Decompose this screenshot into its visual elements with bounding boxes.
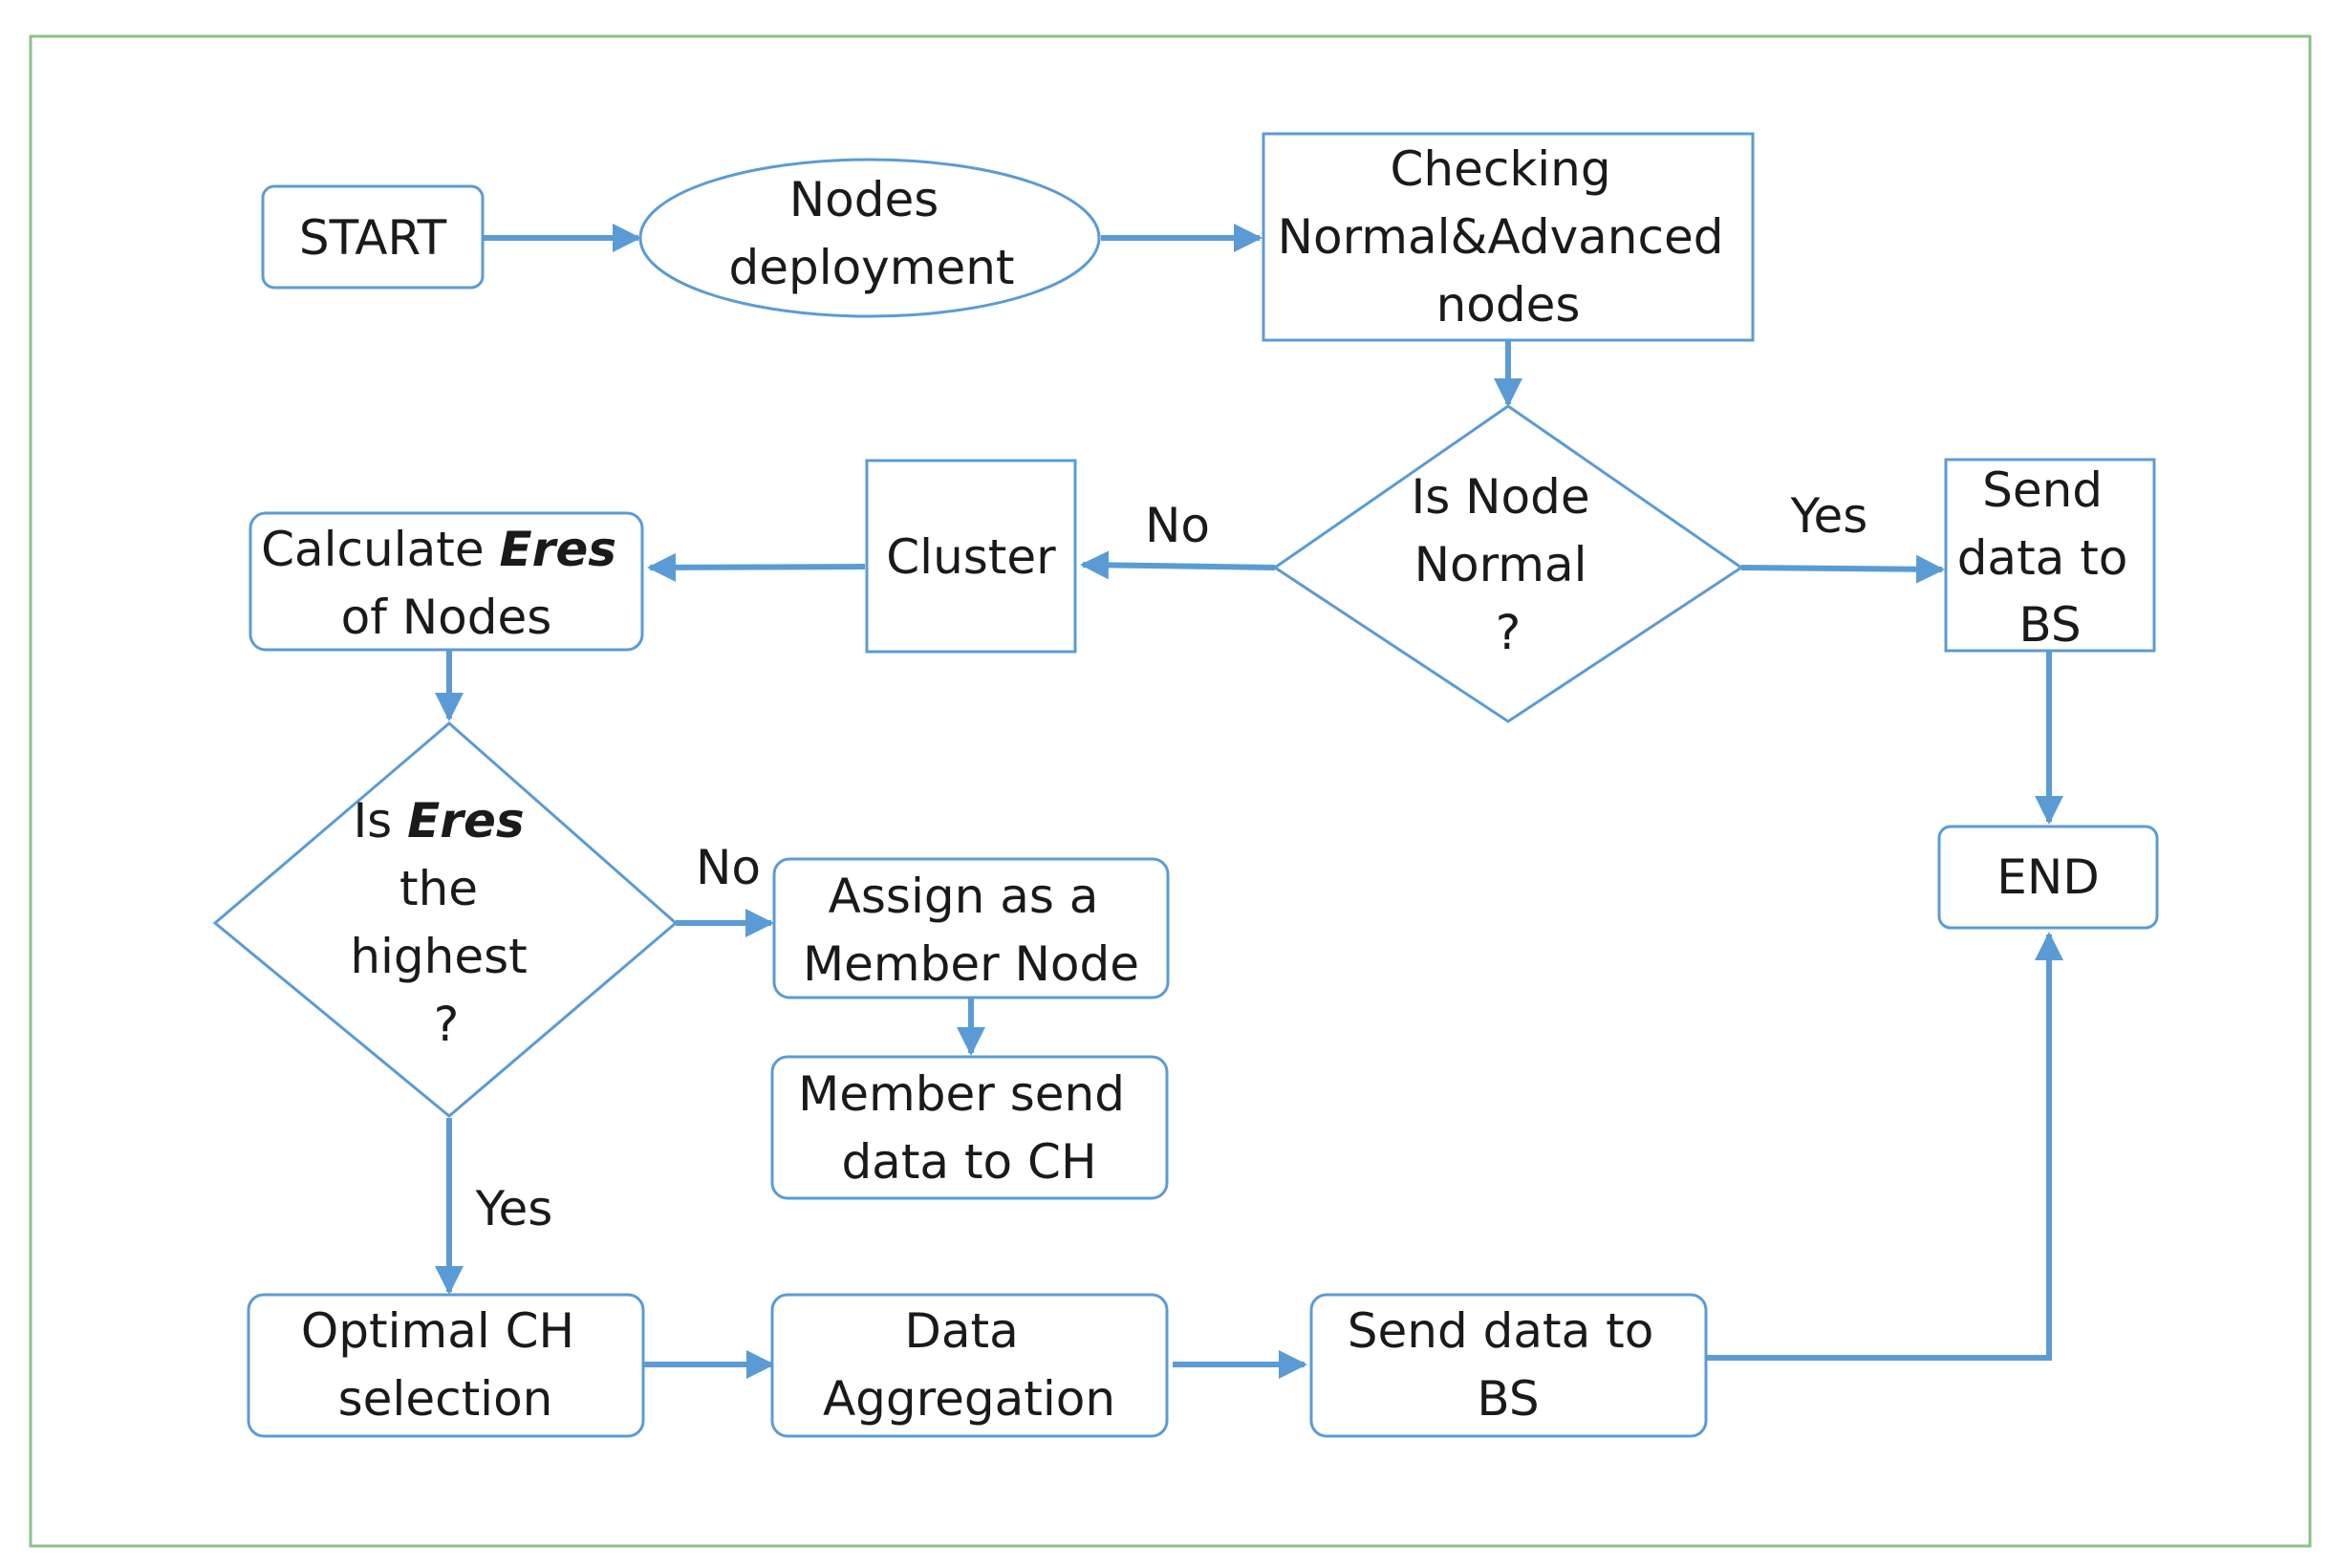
is-node-normal-diamond [1272,404,1744,723]
send-direct-line-1: Send [1982,462,2103,518]
label-normal-yes: Yes [1790,488,1868,544]
highest-line-2: the [399,861,478,916]
deployment-line-1: Nodes [789,172,939,227]
optimal-ch-box [247,1293,645,1438]
is-normal-line-3: ? [1496,605,1522,660]
check-line-2: Normal&Advanced [1278,209,1724,265]
is-node-normal-decision: Is Node Normal ? [1272,404,1744,723]
optimal-ch-label: Optimal CH selection [301,1303,590,1427]
member-send-box [770,1055,1169,1200]
check-nodes-box [1262,132,1755,342]
is-node-normal-label: Is Node Normal ? [1411,469,1605,660]
aggregation-line-1: Data [904,1303,1018,1359]
cluster-label: Cluster [886,529,1056,585]
edge-cluster-to-calc [647,552,866,582]
start-node-box [261,184,485,290]
send-ch-line-2: BS [1477,1371,1539,1427]
label-normal-no: No [1145,498,1210,553]
start-node-label: START [299,210,447,266]
member-send-line-1: Member send [798,1066,1125,1122]
deployment-node: Nodes deployment [638,158,1101,318]
send-data-to-bs-ch-box [1309,1293,1708,1438]
optimal-line-1: Optimal CH [301,1303,574,1359]
optimal-ch-node: Optimal CH selection [247,1293,645,1438]
member-send-line-2: data to CH [841,1134,1096,1190]
is-eres-highest-diamond [212,721,679,1118]
send-data-to-bs-direct-box [1944,458,2156,653]
assign-member-box [772,857,1170,999]
data-aggregation-node: Data Aggregation [770,1293,1169,1438]
calculate-eres-label: Calculate Eres of Nodes [261,522,632,645]
edge-sendbs-to-end-loop [1707,932,2063,1361]
calc-line-1: Calculate Eres [261,522,616,577]
send-data-to-bs-ch-label: Send data to BS [1348,1303,1669,1427]
end-node-label: END [1996,849,2100,905]
send-ch-line-1: Send data to [1348,1303,1654,1359]
optimal-line-2: selection [338,1371,553,1427]
is-normal-line-2: Normal [1414,537,1587,592]
highest-line-1-prefix: Is [353,793,407,848]
send-direct-line-2: data to [1957,530,2128,586]
assign-line-1: Assign as a [829,869,1099,924]
highest-line-1-eres: Eres [407,793,525,848]
highest-line-4: ? [434,997,460,1052]
is-eres-highest-label: Is Eres the highest ? [350,793,542,1052]
highest-line-3: highest [350,929,527,984]
data-aggregation-label: Data Aggregation [823,1303,1115,1427]
label-highest-yes: Yes [475,1181,553,1236]
cluster-node: Cluster [865,459,1077,654]
figure-frame [29,34,2312,1548]
edge-decision-yes-to-sendbs [1740,554,1945,584]
calc-line-2: of Nodes [341,590,552,645]
send-data-to-bs-direct-label: Send data to BS [1957,462,2144,653]
edge-decision-no-to-cluster [1080,550,1276,580]
edges [435,224,2063,1379]
deployment-node-label: Nodes deployment [728,172,1014,295]
is-normal-line-1: Is Node [1411,469,1589,525]
deployment-node-ellipse [638,158,1101,318]
data-aggregation-box [770,1293,1169,1438]
send-data-to-bs-direct-node: Send data to BS [1944,458,2156,653]
calculate-eres-node: Calculate Eres of Nodes [248,511,644,652]
calc-line-1-prefix: Calculate [261,522,499,577]
highest-line-1: Is Eres [353,793,524,848]
end-node: END [1937,825,2159,930]
check-line-1: Checking [1390,141,1610,197]
aggregation-line-2: Aggregation [823,1371,1115,1427]
cluster-box [865,459,1077,654]
assign-member-label: Assign as a Member Node [803,869,1139,992]
assign-member-node: Assign as a Member Node [772,857,1170,999]
check-line-3: nodes [1436,277,1581,333]
member-send-node: Member send data to CH [770,1055,1169,1200]
send-data-to-bs-ch-node: Send data to BS [1309,1293,1708,1438]
assign-line-2: Member Node [803,936,1139,992]
is-eres-highest-decision: Is Eres the highest ? [212,721,679,1118]
member-send-label: Member send data to CH [798,1066,1140,1190]
calc-line-1-eres: Eres [500,522,617,577]
check-nodes-label: Checking Normal&Advanced nodes [1278,141,1739,333]
label-highest-no: No [696,840,761,895]
send-direct-line-3: BS [2018,597,2081,653]
deployment-line-2: deployment [728,240,1014,295]
end-node-box [1937,825,2159,930]
check-nodes-node: Checking Normal&Advanced nodes [1262,132,1755,342]
calculate-eres-box [248,511,644,652]
start-node: START [261,184,485,290]
